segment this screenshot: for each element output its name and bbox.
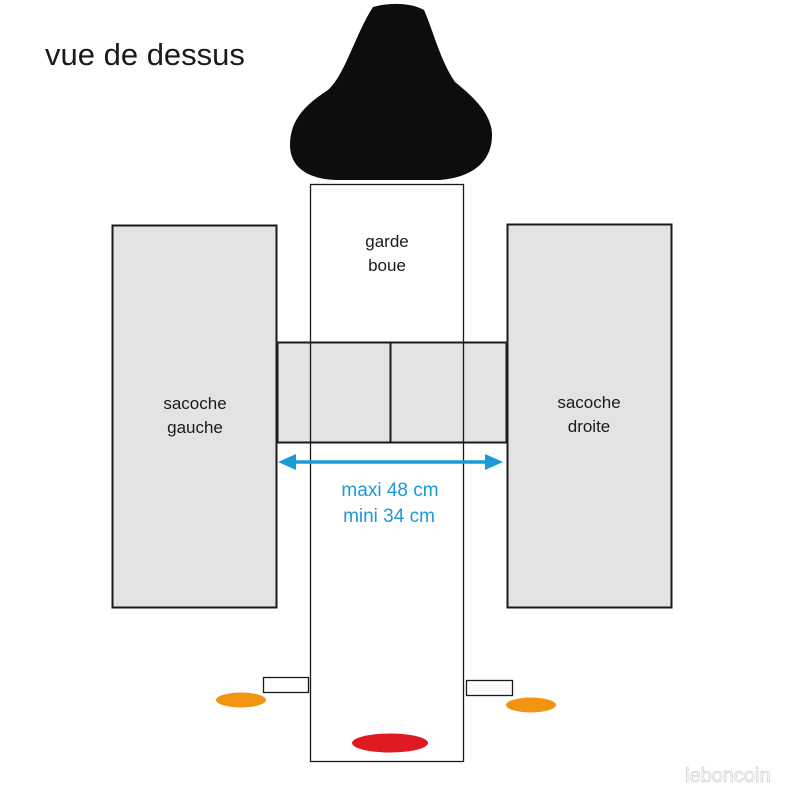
mudguard-label-line1: garde <box>365 232 408 251</box>
diagram-title: vue de dessus <box>45 37 245 72</box>
left-rack-tab <box>262 676 310 694</box>
left-pannier-label-line1: sacoche <box>163 394 226 413</box>
center-bag-left-compartment <box>276 341 392 444</box>
left-pannier <box>111 224 278 609</box>
dimension-arrowhead-left <box>278 454 296 470</box>
width-dimension-arrow <box>278 454 503 470</box>
right-side-reflector <box>506 697 556 713</box>
watermark-logo: leboncoin <box>685 765 771 787</box>
right-pannier-label-line1: sacoche <box>557 393 620 412</box>
right-rack-tab <box>465 679 514 697</box>
mudguard-outline <box>309 183 465 763</box>
left-pannier-label-line2: gauche <box>167 418 223 437</box>
rear-light <box>352 733 428 753</box>
dimension-max-label: maxi 48 cm <box>341 480 438 501</box>
mudguard-label-line2: boue <box>368 256 406 275</box>
center-bag-right-compartment <box>389 341 508 444</box>
dimension-arrowhead-right <box>485 454 503 470</box>
dimension-min-label: mini 34 cm <box>343 506 435 527</box>
left-side-reflector <box>216 692 266 708</box>
right-pannier <box>506 223 673 609</box>
right-pannier-label-line2: droite <box>568 417 611 436</box>
saddle-icon <box>290 3 492 180</box>
